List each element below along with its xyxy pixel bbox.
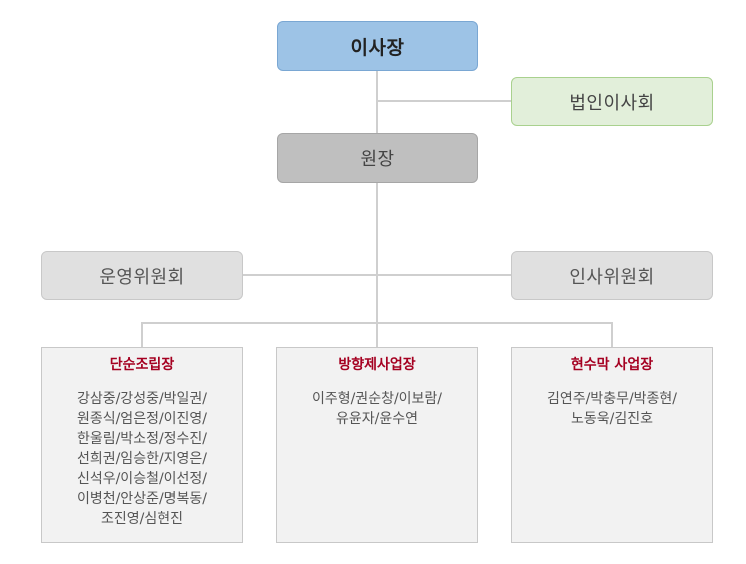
operating-committee-box: 운영위원회 (41, 251, 243, 300)
site-members: 김연주/박충무/박종현/ 노동욱/김진호 (546, 391, 678, 427)
connector-site-left (141, 322, 143, 347)
site-box-fragrance: 방향제사업장 이주형/권순창/이보람/ 유윤자/윤수연 (276, 347, 478, 543)
site-title: 현수막 사업장 (570, 357, 654, 373)
connector-sites-bar (142, 322, 613, 324)
site-title: 단순조립장 (109, 357, 175, 373)
chairman-box: 이사장 (277, 21, 478, 71)
site-box-assembly: 단순조립장 강삼중/강성중/박일권/ 원종식/엄은정/이진영/ 한울림/박소정/… (41, 347, 243, 543)
board-box: 법인이사회 (511, 77, 713, 126)
connector-site-right (611, 322, 613, 347)
connector-board (377, 100, 511, 102)
director-box: 원장 (277, 133, 478, 183)
site-members: 강삼중/강성중/박일권/ 원종식/엄은정/이진영/ 한울림/박소정/정수진/ 선… (76, 391, 208, 527)
connector-committees (243, 274, 511, 276)
site-members: 이주형/권순창/이보람/ 유윤자/윤수연 (311, 391, 443, 427)
site-box-banner: 현수막 사업장 김연주/박충무/박종현/ 노동욱/김진호 (511, 347, 713, 543)
connector-trunk (376, 71, 378, 349)
personnel-committee-box: 인사위원회 (511, 251, 713, 300)
site-title: 방향제사업장 (338, 357, 416, 373)
